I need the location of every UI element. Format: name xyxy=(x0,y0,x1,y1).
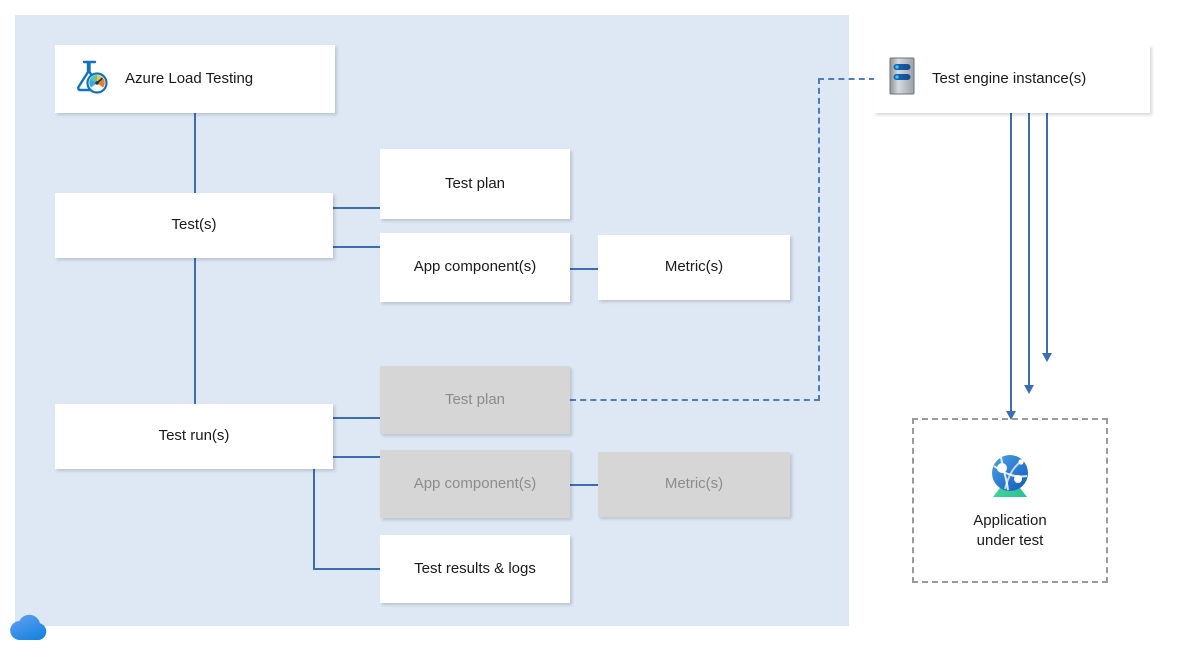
node-test-engine-instances-label: Test engine instance(s) xyxy=(932,69,1087,87)
connector-tests-to-testplan xyxy=(333,207,381,209)
node-test-plan[interactable]: Test plan xyxy=(380,149,570,219)
connector-testruns-to-results-horizontal xyxy=(313,568,381,570)
connector-testplan-to-engine-vertical xyxy=(818,78,820,401)
node-metrics-label: Metric(s) xyxy=(664,258,724,276)
connector-testplan-to-engine-horizontal-upper xyxy=(818,78,875,80)
node-test-engine-instances[interactable]: Test engine instance(s) xyxy=(874,45,1150,113)
arrow-head-engine-load-2 xyxy=(1024,385,1034,394)
node-app-components-snapshot[interactable]: App component(s) xyxy=(380,450,570,518)
connector-engine-load-arrow-3 xyxy=(1046,113,1048,355)
node-test-plan-snapshot[interactable]: Test plan xyxy=(380,366,570,434)
node-test-runs[interactable]: Test run(s) xyxy=(55,404,333,469)
connector-alt-to-tests xyxy=(194,113,196,195)
node-metrics-snapshot-label: Metric(s) xyxy=(664,475,724,493)
node-test-runs-label: Test run(s) xyxy=(158,427,230,445)
connector-testruns-to-testplan-snapshot xyxy=(333,417,381,419)
node-azure-load-testing-label: Azure Load Testing xyxy=(125,69,254,87)
connector-tests-to-appcomponents xyxy=(333,246,381,248)
node-application-under-test-label-line2: under test xyxy=(976,532,1044,550)
node-metrics-snapshot[interactable]: Metric(s) xyxy=(598,452,790,517)
connector-testruns-to-results-vertical xyxy=(313,468,315,569)
arrow-head-engine-load-1 xyxy=(1006,411,1016,420)
connector-engine-load-arrow-2 xyxy=(1028,113,1030,387)
node-application-under-test-label-line1: Application xyxy=(973,512,1047,529)
cloud-icon xyxy=(8,610,50,649)
connector-appcomponents-to-metrics-snapshot xyxy=(570,484,599,486)
flask-gauge-icon xyxy=(69,56,109,102)
server-instance-icon xyxy=(888,56,916,102)
node-app-components-label: App component(s) xyxy=(413,258,537,276)
node-test-plan-snapshot-label: Test plan xyxy=(444,390,506,408)
node-test-results-logs[interactable]: Test results & logs xyxy=(380,535,570,603)
azure-load-testing-service-region xyxy=(15,15,849,626)
node-tests-label: Test(s) xyxy=(171,216,217,234)
node-test-results-logs-label: Test results & logs xyxy=(414,559,536,577)
node-azure-load-testing[interactable]: Azure Load Testing xyxy=(55,45,335,113)
arrow-head-engine-load-3 xyxy=(1042,353,1052,362)
node-metrics[interactable]: Metric(s) xyxy=(598,235,790,300)
node-tests[interactable]: Test(s) xyxy=(55,193,333,258)
node-test-plan-label: Test plan xyxy=(444,174,506,192)
connector-appcomponents-to-metrics xyxy=(570,268,599,270)
node-application-under-test[interactable]: Application under test xyxy=(912,418,1108,583)
node-app-components-snapshot-label: App component(s) xyxy=(413,474,537,492)
connector-engine-load-arrow-1 xyxy=(1010,113,1012,413)
globe-network-icon xyxy=(981,448,1039,509)
node-app-components[interactable]: App component(s) xyxy=(380,233,570,302)
node-application-under-test-label: Application under test xyxy=(914,511,1106,552)
connector-testplan-to-engine-horizontal-lower xyxy=(570,399,820,401)
connector-testruns-to-appcomponents-snapshot xyxy=(333,456,381,458)
connector-tests-to-testruns xyxy=(194,257,196,405)
